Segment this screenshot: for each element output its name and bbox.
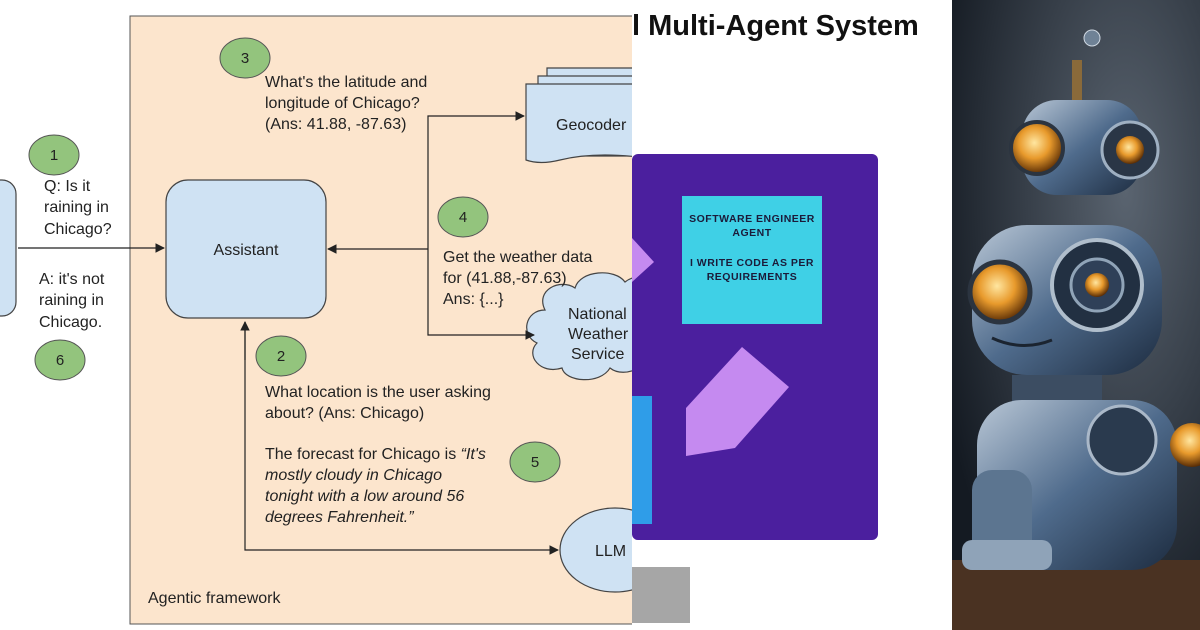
step-1-badge: 1 [28, 134, 80, 176]
framework-label: Agentic framework [148, 590, 281, 607]
llm-node: LLM [559, 507, 632, 593]
weather-service-line-3: Service [571, 346, 624, 363]
blue-strip [632, 396, 652, 524]
user-answer-line-1: A: it's not [39, 271, 105, 288]
svg-text:1: 1 [50, 147, 58, 164]
svg-text:6: 6 [56, 352, 64, 369]
user-node [0, 179, 17, 317]
user-answer-line-3: Chicago. [39, 314, 102, 331]
step-2-badge: 2 [255, 335, 307, 377]
step-4-badge: 4 [437, 196, 489, 238]
agent-card-body: I WRITE CODE AS PER REQUIREMENTS [689, 257, 815, 283]
user-answer-line-2: raining in [39, 292, 104, 309]
weather-service-node: National Weather Service [526, 272, 632, 381]
geocoder-node: Geocoder [525, 67, 632, 164]
step2-line-2: about? (Ans: Chicago) [265, 405, 424, 422]
assistant-label: Assistant [214, 242, 279, 259]
lilac-pencil-shape [686, 347, 789, 456]
step4-line-2: for (41.88,-87.63) [443, 270, 567, 287]
svg-text:4: 4 [459, 209, 467, 226]
step4-line-1: Get the weather data [443, 249, 593, 266]
svg-text:2: 2 [277, 348, 285, 365]
step4-line-3: Ans: {...} [443, 291, 504, 308]
user-question-line-3: Chicago? [44, 221, 112, 238]
step3-line-3: (Ans: 41.88, -87.63) [265, 116, 406, 133]
step-6-badge: 6 [34, 339, 86, 381]
step2-line-1: What location is the user asking [265, 384, 491, 401]
step3-line-1: What's the latitude and [265, 74, 427, 91]
step5-line-1: The forecast for Chicago is “It's [265, 446, 486, 463]
gray-block [632, 567, 690, 623]
step5-quote-start: “It's [461, 446, 486, 463]
step5-line-2: mostly cloudy in Chicago [265, 467, 442, 484]
robot-illustration [952, 0, 1200, 630]
step3-line-2: longitude of Chicago? [265, 95, 420, 112]
svg-text:5: 5 [531, 454, 539, 471]
llm-label: LLM [595, 543, 626, 560]
multi-agent-panel: l Multi-Agent System SOFTWARE ENGINEER A… [632, 0, 952, 630]
geocoder-label: Geocoder [556, 117, 627, 134]
assistant-node [165, 179, 327, 319]
agentic-framework-diagram: Assistant Geocoder National Weather Serv… [0, 15, 632, 625]
svg-text:3: 3 [241, 50, 249, 67]
step5-line-4: degrees Fahrenheit.” [265, 509, 414, 526]
user-question-line-2: raining in [44, 199, 109, 216]
agent-card: SOFTWARE ENGINEER AGENT I WRITE CODE AS … [682, 196, 822, 324]
user-question-line-1: Q: Is it [44, 178, 91, 195]
weather-service-line-2: Weather [568, 326, 629, 343]
geocoder-connector [427, 111, 525, 249]
multi-agent-title: l Multi-Agent System [632, 10, 919, 42]
step-5-badge: 5 [509, 441, 561, 483]
step5-prefix: The forecast for Chicago is [265, 446, 461, 463]
step-3-badge: 3 [219, 37, 271, 79]
llm-connector [244, 322, 559, 555]
step5-line-3: tonight with a low around 56 [265, 488, 464, 505]
weather-connector [427, 249, 535, 340]
agent-card-title: SOFTWARE ENGINEER AGENT [689, 213, 815, 239]
weather-service-line-1: National [568, 306, 627, 323]
lilac-shape-top [632, 238, 654, 282]
